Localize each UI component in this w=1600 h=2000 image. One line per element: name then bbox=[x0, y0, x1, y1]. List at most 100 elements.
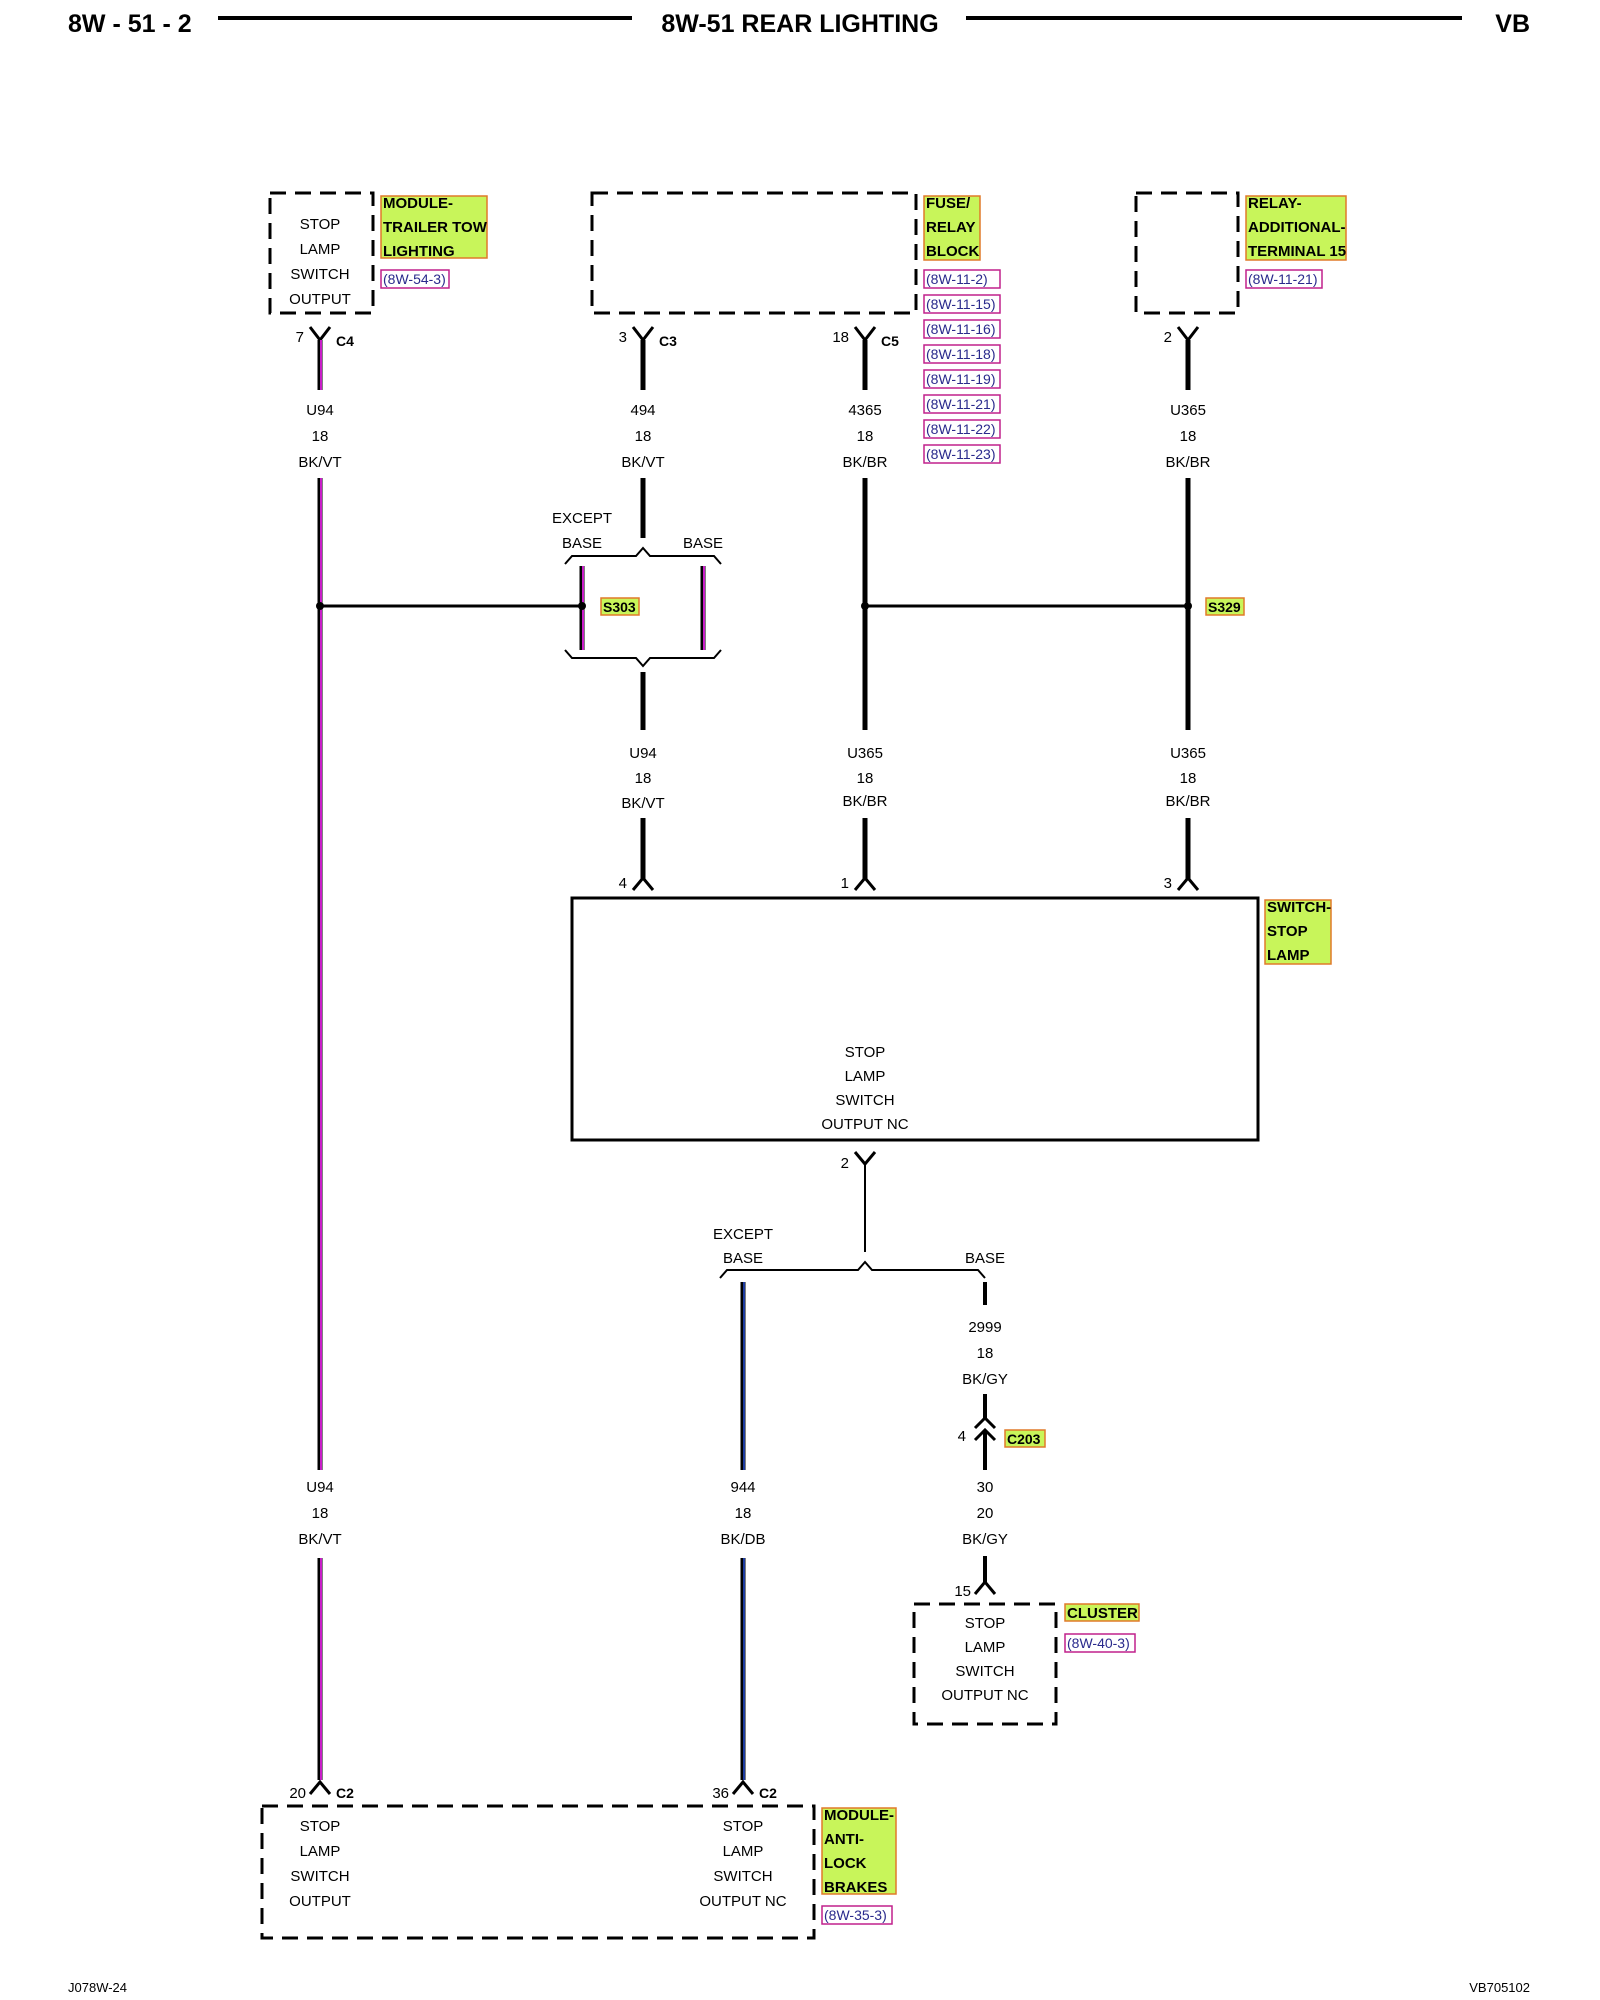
pin-arrow-icon bbox=[853, 326, 877, 343]
footer-right-code: VB705102 bbox=[1469, 1980, 1530, 1995]
trailer-tow-module: STOP LAMP SWITCH OUTPUT MODULE- TRAILER … bbox=[268, 191, 488, 315]
page-reference[interactable]: (8W-11-19) bbox=[926, 371, 996, 387]
component-name-line: ANTI- bbox=[824, 1831, 864, 1848]
abs-box bbox=[260, 1804, 816, 1940]
splice-highlight bbox=[1205, 597, 1245, 616]
page-reference[interactable]: (8W-11-18) bbox=[926, 346, 996, 362]
page-reference[interactable]: (8W-11-21) bbox=[926, 396, 996, 412]
wire-circuit: 944 bbox=[730, 1479, 755, 1496]
connector-name: C3 bbox=[659, 333, 677, 349]
splice-s329: S329 bbox=[861, 478, 1245, 730]
option-except-base: BASE bbox=[723, 1250, 763, 1267]
option-bracket-bottom: EXCEPT BASE BASE bbox=[713, 1226, 1005, 1279]
option-base: BASE bbox=[683, 535, 723, 552]
page-reference[interactable]: (8W-11-23) bbox=[926, 446, 996, 462]
ref-box bbox=[923, 419, 1001, 439]
wire-gauge: 18 bbox=[635, 770, 652, 787]
wire-label: U365 18 BK/BR bbox=[1165, 402, 1210, 471]
switch-pin-3: 3 bbox=[1164, 875, 1200, 892]
page-reference[interactable]: (8W-40-3) bbox=[1067, 1635, 1130, 1651]
pin-line: LAMP bbox=[965, 1639, 1006, 1656]
pin-line: OUTPUT NC bbox=[699, 1893, 786, 1910]
pin-arrow-icon bbox=[308, 326, 332, 343]
wire-u94-long bbox=[317, 478, 323, 1470]
page-reference[interactable]: (8W-54-3) bbox=[383, 271, 446, 287]
cluster: STOP LAMP SWITCH OUTPUT NC CLUSTER (8W-4… bbox=[912, 1602, 1140, 1726]
connector-c3: 3 C3 bbox=[619, 326, 677, 349]
component-name-line: ADDITIONAL- bbox=[1248, 219, 1346, 236]
cluster-pin: 15 bbox=[954, 1579, 997, 1600]
ref-box bbox=[923, 369, 1001, 389]
page-reference[interactable]: (8W-11-22) bbox=[926, 421, 996, 437]
wire-color: BK/BR bbox=[1165, 454, 1210, 471]
wire-label: 944 18 BK/DB bbox=[720, 1479, 765, 1548]
component-name-line: RELAY- bbox=[1248, 195, 1302, 212]
pin-arrow-icon bbox=[631, 875, 655, 891]
connector-name: C4 bbox=[336, 333, 354, 349]
ref-box bbox=[923, 294, 1001, 314]
ref-box bbox=[821, 1905, 893, 1925]
pin-line: SWITCH bbox=[955, 1663, 1014, 1680]
wire-circuit: U94 bbox=[306, 1479, 334, 1496]
pin-line: LAMP bbox=[300, 241, 341, 258]
wire-circuit: U365 bbox=[1170, 745, 1206, 762]
page-reference[interactable]: (8W-35-3) bbox=[824, 1907, 887, 1923]
pin-line: OUTPUT bbox=[289, 291, 351, 308]
relay-name-highlight bbox=[1245, 195, 1347, 261]
pin-number: 20 bbox=[289, 1785, 306, 1802]
cluster-name-highlight bbox=[1064, 1603, 1140, 1622]
wire-label: 2999 18 BK/GY bbox=[962, 1319, 1008, 1388]
wire-label: U94 18 BK/VT bbox=[621, 745, 664, 812]
ref-box bbox=[923, 344, 1001, 364]
pin-number: 4 bbox=[619, 875, 627, 892]
wire-color: BK/BR bbox=[842, 793, 887, 810]
splice-highlight bbox=[600, 597, 640, 616]
wire-gauge: 18 bbox=[977, 1345, 994, 1362]
pin-line: STOP bbox=[723, 1818, 764, 1835]
junction-dot bbox=[1184, 602, 1192, 610]
pin-arrow-icon bbox=[1176, 875, 1200, 891]
switch-name-highlight bbox=[1264, 899, 1332, 965]
wire-color: BK/VT bbox=[298, 1531, 341, 1548]
wire-color: BK/GY bbox=[962, 1531, 1008, 1548]
option-bracket-top: EXCEPT BASE BASE bbox=[552, 478, 723, 565]
page-reference[interactable]: (8W-11-15) bbox=[926, 296, 996, 312]
connector-name: C2 bbox=[759, 1785, 777, 1801]
connector-highlight bbox=[1004, 1429, 1046, 1448]
pin-line: LAMP bbox=[723, 1843, 764, 1860]
wire-gauge: 18 bbox=[735, 1505, 752, 1522]
page-reference[interactable]: (8W-11-16) bbox=[926, 321, 996, 337]
ref-box bbox=[1245, 269, 1323, 289]
wire-u94-top bbox=[317, 340, 323, 390]
pin-arrow-icon bbox=[631, 326, 655, 343]
page-reference[interactable]: (8W-11-21) bbox=[1248, 271, 1318, 287]
pin-line: STOP bbox=[845, 1044, 886, 1061]
junction-dot bbox=[316, 602, 324, 610]
trailer-tow-box bbox=[268, 191, 375, 315]
wire-circuit: 4365 bbox=[848, 402, 881, 419]
component-name-line: TERMINAL 15 bbox=[1248, 243, 1346, 260]
abs-name-highlight bbox=[821, 1807, 897, 1895]
wire-color: BK/BR bbox=[1165, 793, 1210, 810]
pin-number: 3 bbox=[619, 329, 627, 346]
abs-connector-c2-left: 20 C2 bbox=[289, 1779, 354, 1802]
component-name-line: MODULE- bbox=[824, 1807, 894, 1824]
abs-connector-c2-right: 36 C2 bbox=[712, 1779, 777, 1802]
wire-circuit: U94 bbox=[306, 402, 334, 419]
ref-box bbox=[923, 269, 1001, 289]
cluster-box bbox=[912, 1602, 1058, 1726]
wire-circuit: U365 bbox=[847, 745, 883, 762]
pin-line: OUTPUT NC bbox=[941, 1687, 1028, 1704]
model-code: VB bbox=[1495, 10, 1530, 38]
wire-label: U365 18 BK/BR bbox=[1165, 745, 1210, 810]
pin-number: 15 bbox=[954, 1583, 971, 1600]
wire-circuit: U94 bbox=[629, 745, 657, 762]
wire-color: BK/VT bbox=[621, 454, 664, 471]
component-name-line: TRAILER TOW bbox=[383, 219, 488, 236]
page-reference[interactable]: (8W-11-2) bbox=[926, 271, 988, 287]
wire-label: 494 18 BK/VT bbox=[621, 402, 664, 471]
pin-line: STOP bbox=[300, 1818, 341, 1835]
wire-label: U94 18 BK/VT bbox=[298, 402, 341, 471]
wire-circuit: U365 bbox=[1170, 402, 1206, 419]
option-except: EXCEPT bbox=[713, 1226, 773, 1243]
